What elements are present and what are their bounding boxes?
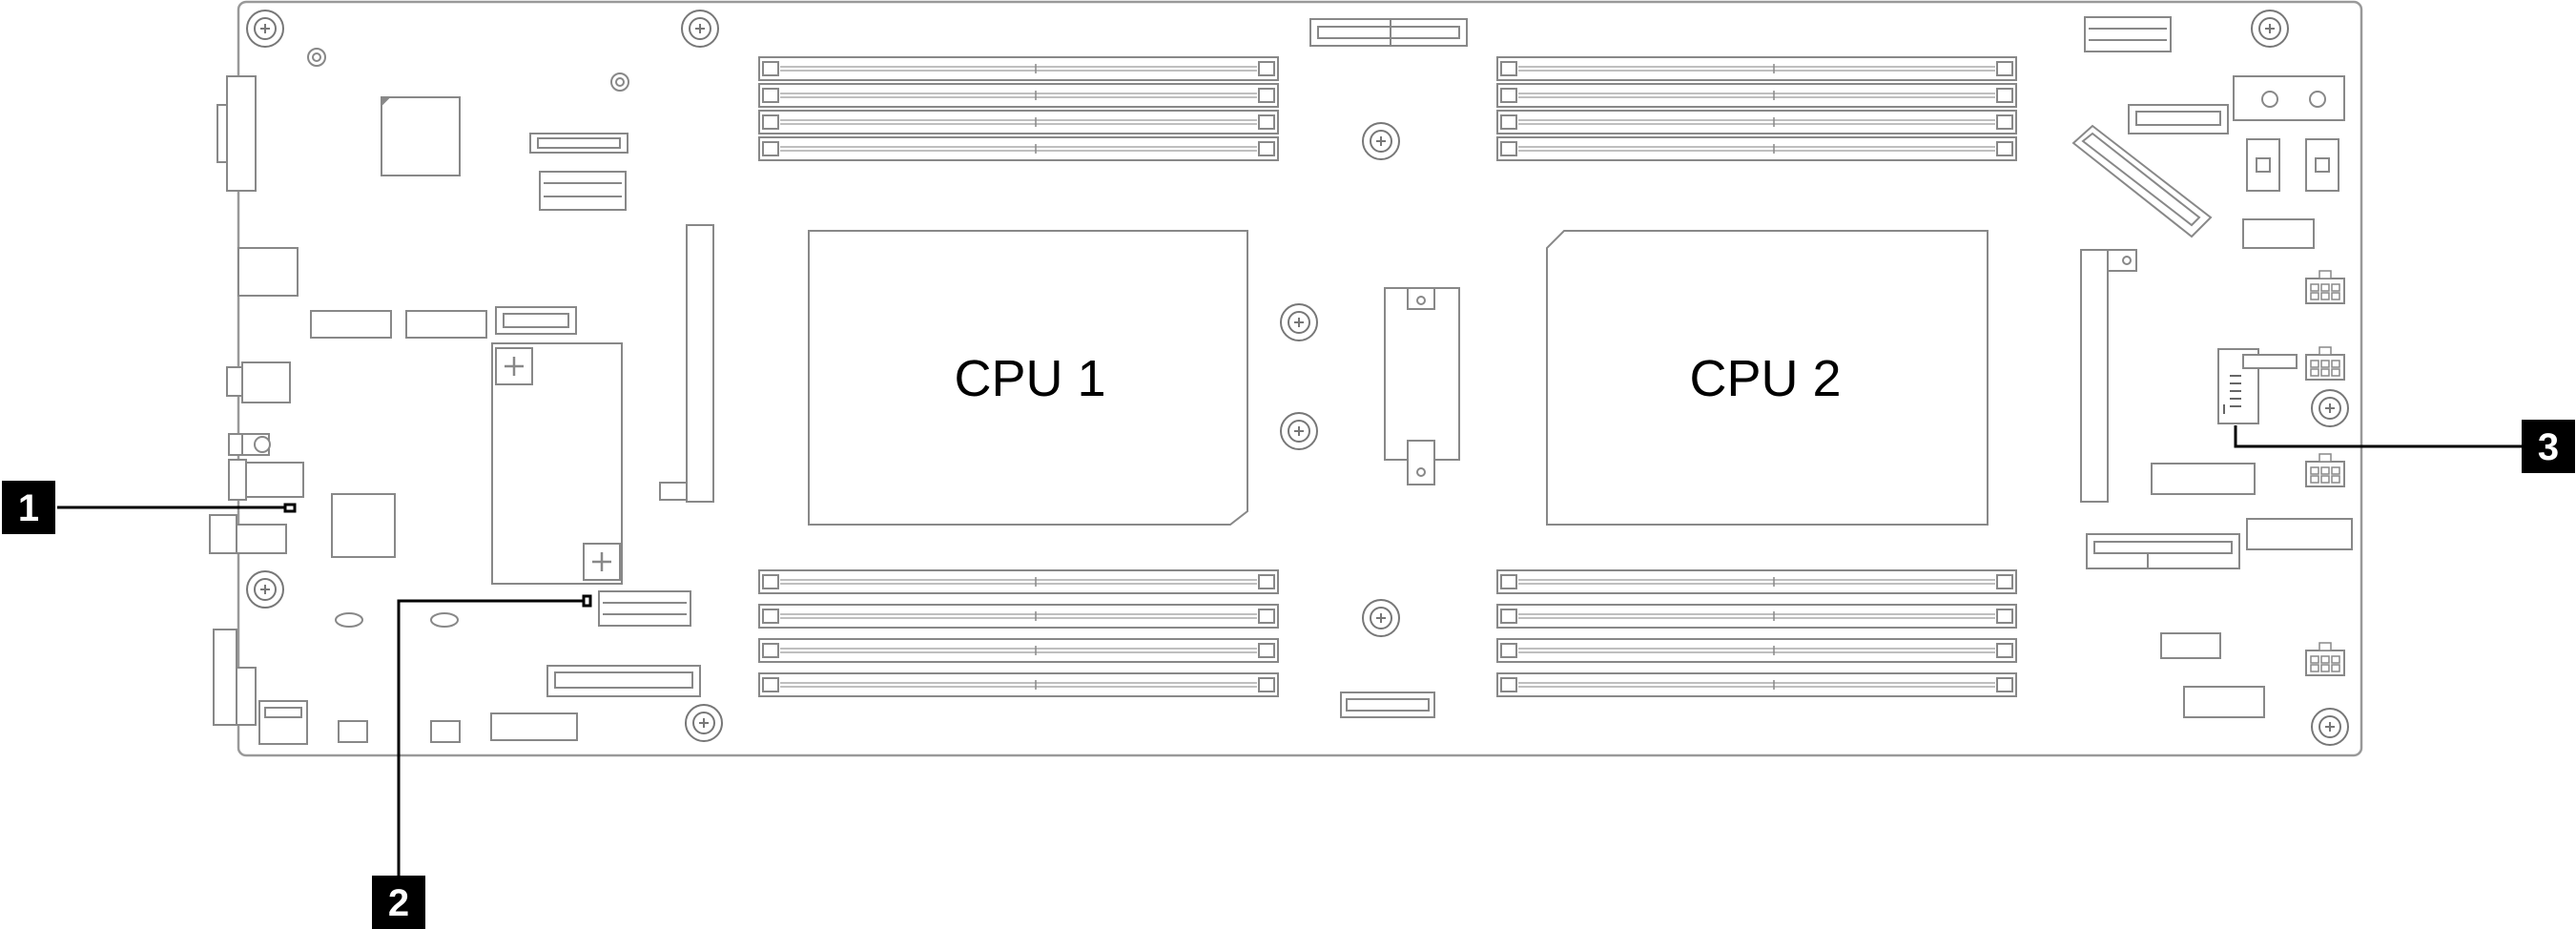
component-2-marker <box>582 594 592 608</box>
callout-3-number: 3 <box>2538 426 2559 468</box>
bmc-chip <box>381 96 461 176</box>
callout-1-number: 1 <box>18 487 39 529</box>
cpu1-label: CPU 1 <box>954 350 1105 407</box>
center-bracket <box>1384 287 1460 485</box>
callout-3: 3 <box>2522 420 2575 473</box>
callout-1: 1 <box>2 481 55 534</box>
callout-2: 2 <box>372 876 425 929</box>
cpu2-socket <box>1546 230 1989 526</box>
rear-io-connectors <box>209 75 308 745</box>
cpu1-socket <box>808 230 1248 526</box>
chip-small <box>331 493 396 558</box>
component-1-marker <box>283 503 297 513</box>
callout-leader-lines <box>57 425 2522 876</box>
cpu2-label: CPU 2 <box>1689 350 1841 407</box>
callout-2-number: 2 <box>388 882 409 924</box>
